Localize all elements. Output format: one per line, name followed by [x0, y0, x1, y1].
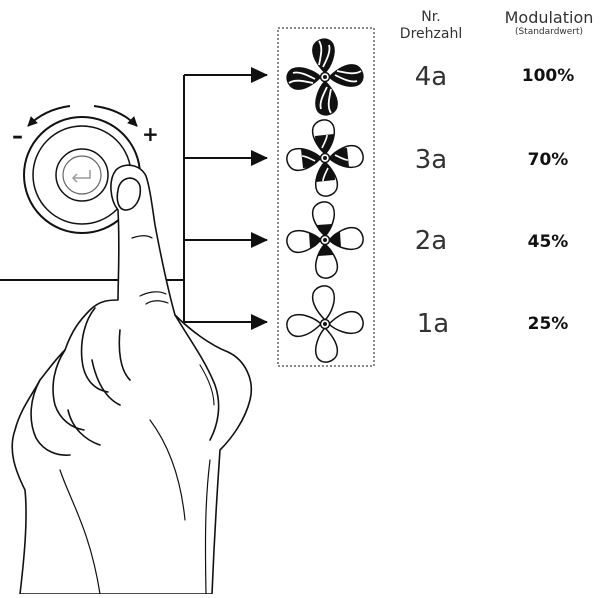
speed-value: 1a — [416, 309, 450, 339]
fan-icon-level-1 — [286, 285, 364, 363]
fan-icon-level-2 — [286, 201, 364, 279]
modulation-value: 25% — [527, 314, 569, 334]
speed-value: 4a — [414, 62, 448, 92]
level-arrows — [183, 67, 268, 330]
modulation-sub-label: (Standardwert) — [514, 26, 584, 37]
rotate-right-arrow — [93, 105, 138, 127]
speed-number-header: Nr. Drehzahl — [392, 10, 470, 41]
modulation-value: 70% — [527, 150, 569, 170]
modulation-value: 45% — [527, 232, 569, 252]
fan-frame — [277, 27, 375, 367]
modulation-label: Modulation — [504, 8, 594, 27]
hand-illustration — [11, 164, 252, 595]
speed-value: 2a — [414, 226, 448, 256]
enter-icon — [71, 170, 91, 183]
modulation-value: 100% — [521, 66, 575, 86]
speed-label: Drehzahl — [399, 25, 463, 42]
rotate-left-arrow — [27, 105, 71, 127]
fan-icon-level-3 — [286, 119, 364, 197]
modulation-header: Modulation (Standardwert) — [490, 8, 608, 37]
nr-label: Nr. — [421, 9, 441, 25]
plus-sign: + — [142, 122, 159, 146]
minus-sign: – — [12, 124, 23, 149]
speed-value: 3a — [414, 145, 448, 175]
fan-icon-level-4 — [286, 38, 364, 116]
